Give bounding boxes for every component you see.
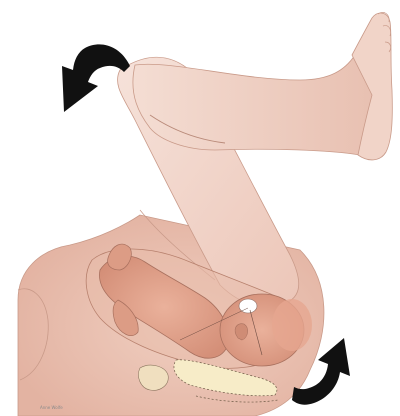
fetus-head-highlight <box>272 299 312 351</box>
illustrator-credit: Anne Wolfe <box>40 405 63 410</box>
maternal-shin <box>133 55 375 155</box>
sacrum <box>138 365 168 390</box>
